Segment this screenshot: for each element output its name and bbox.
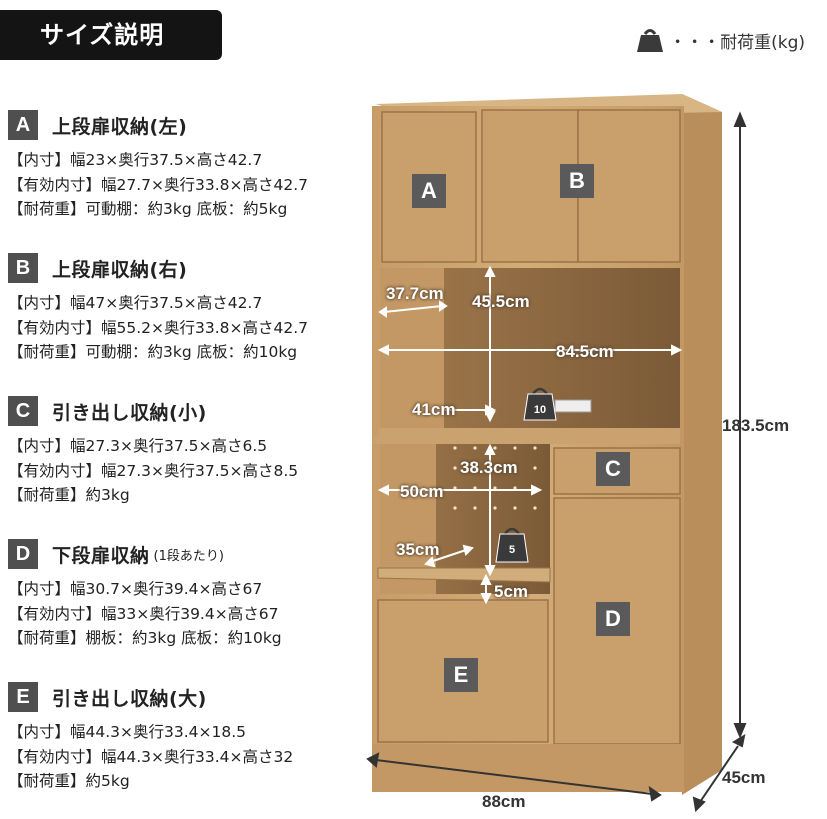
spec-line: 【耐荷重】約5kg <box>8 772 130 790</box>
base-plinth <box>372 744 684 792</box>
section-badge: C <box>8 396 38 426</box>
spec-line: 【有効内寸】幅33×奥行39.4×高さ67 <box>8 604 279 623</box>
side-panel <box>682 94 722 795</box>
dim-label-45-5: 45.5cm <box>472 292 530 311</box>
page-title: サイズ説明 <box>0 10 222 60</box>
spec-line: 【耐荷重】棚板：約3kg 底板：約10kg <box>8 629 282 647</box>
section-title: 上段扉収納(右) <box>52 258 188 281</box>
dim-label-37-7: 37.7cm <box>386 284 444 303</box>
section-badge: E <box>8 682 38 712</box>
weight-icon <box>637 29 664 52</box>
dim-label-41: 41cm <box>412 400 456 419</box>
weight-value-lower: 5 <box>508 544 516 556</box>
cabinet-label-d: D <box>596 602 630 636</box>
spec-line: 【内寸】幅23×奥行37.5×高さ42.7 <box>8 151 263 169</box>
cabinet-label-c: C <box>596 452 630 486</box>
spec-section-e: E 引き出し収納(大) 【内寸】幅44.3×奥行33.4×18.5 【有効内寸】… <box>8 682 293 794</box>
dim-label-width: 88cm <box>482 792 526 811</box>
spec-section-b: B 上段扉収納(右) 【内寸】幅47×奥行37.5×高さ42.7 【有効内寸】幅… <box>8 253 308 365</box>
door-a <box>381 111 477 263</box>
spec-line: 【内寸】幅30.7×奥行39.4×高さ67 <box>8 580 263 598</box>
weight-legend-text: ・・・耐荷重(kg) <box>669 32 805 53</box>
spec-line: 【内寸】幅27.3×奥行37.5×高さ6.5 <box>8 437 268 455</box>
weight-icon-upper <box>523 387 557 421</box>
spec-line: 【有効内寸】幅27.3×奥行37.5×高さ8.5 <box>8 461 299 480</box>
cabinet-label-e: E <box>444 658 478 692</box>
cabinet-label-a: A <box>412 174 446 208</box>
weight-icon-lower <box>495 527 529 563</box>
spec-line: 【有効内寸】幅55.2×奥行33.8×高さ42.7 <box>8 318 309 337</box>
section-badge: A <box>8 110 38 140</box>
cabinet-diagram: A B C D E 37.7cm 45.5cm 84.5cm 41cm 38.3… <box>360 80 827 819</box>
section-title: 下段扉収納 <box>52 544 150 567</box>
weight-value-upper: 10 <box>533 404 547 416</box>
section-badge: D <box>8 539 38 569</box>
dim-label-84-5: 84.5cm <box>556 342 614 361</box>
spec-line: 【耐荷重】可動棚：約3kg 底板：約10kg <box>8 343 298 361</box>
spec-line: 【有効内寸】幅27.7×奥行33.8×高さ42.7 <box>8 175 309 194</box>
dim-label-50: 50cm <box>400 482 444 501</box>
cabinet-label-b: B <box>560 164 594 198</box>
spec-section-d: D 下段扉収納 (1段あたり) 【内寸】幅30.7×奥行39.4×高さ67 【有… <box>8 539 282 651</box>
dim-label-height: 183.5cm <box>722 416 790 435</box>
section-badge: B <box>8 253 38 283</box>
section-title: 引き出し収納(小) <box>52 401 207 424</box>
spec-section-c: C 引き出し収納(小) 【内寸】幅27.3×奥行37.5×高さ6.5 【有効内寸… <box>8 396 298 508</box>
dim-label-35: 35cm <box>396 540 440 559</box>
open-shelf-side <box>380 268 444 428</box>
spec-line: 【耐荷重】約3kg <box>8 486 130 504</box>
dim-label-38-3: 38.3cm <box>460 458 518 477</box>
dim-label-depth: 45cm <box>722 768 766 787</box>
power-outlet <box>554 399 592 413</box>
pegboard-dots <box>453 446 537 510</box>
cabinet-illustration <box>366 94 747 813</box>
spec-line: 【有効内寸】幅44.3×奥行33.4×高さ32 <box>8 747 294 766</box>
inner-dimension-lines <box>377 265 683 605</box>
section-title: 上段扉収納(左) <box>52 115 188 138</box>
spec-section-a: A 上段扉収納(左) 【内寸】幅23×奥行37.5×高さ42.7 【有効内寸】幅… <box>8 110 308 222</box>
spec-line: 【内寸】幅47×奥行37.5×高さ42.7 <box>8 294 263 312</box>
dim-label-5: 5cm <box>494 582 529 601</box>
section-title: 引き出し収納(大) <box>52 687 207 710</box>
section-note: (1段あたり) <box>153 548 224 564</box>
door-b-right <box>577 109 681 263</box>
spec-line: 【内寸】幅44.3×奥行33.4×18.5 <box>8 723 247 741</box>
outer-dimension-lines <box>366 111 747 813</box>
spec-line: 【耐荷重】可動棚：約3kg 底板：約5kg <box>8 200 288 218</box>
counter-board <box>372 428 680 444</box>
weight-legend: ・・・耐荷重(kg) <box>635 26 805 54</box>
